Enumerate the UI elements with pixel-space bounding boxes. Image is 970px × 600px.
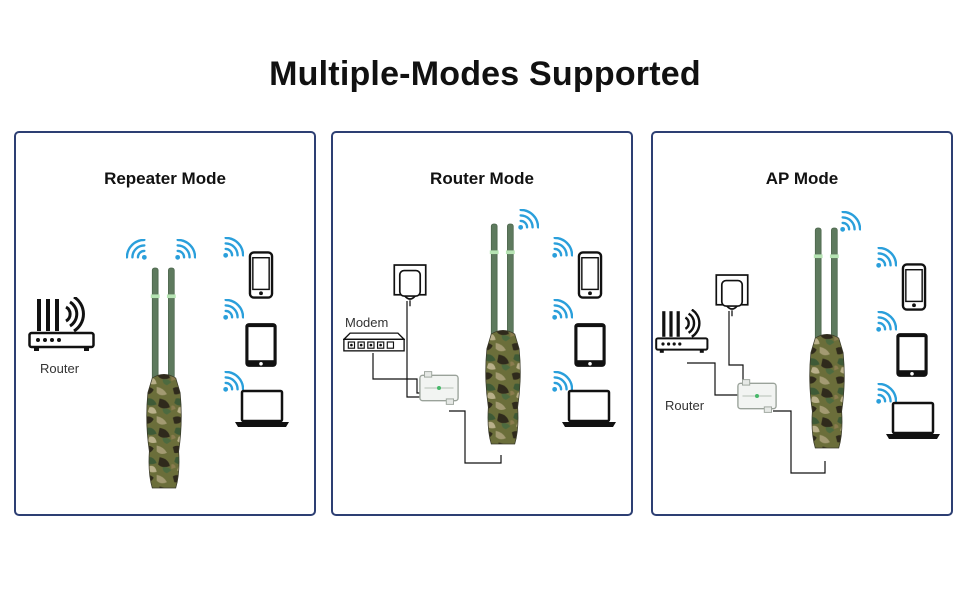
panel-title-router: Router Mode [430, 169, 534, 188]
laptop-icon [234, 389, 290, 429]
tablet-icon [245, 323, 277, 367]
wifi-icon [222, 299, 244, 321]
tablet-icon [574, 323, 606, 367]
poe-injector-icon [737, 379, 777, 413]
router-icon [28, 297, 95, 353]
wifi-icon [551, 371, 573, 393]
router-label: Router [665, 398, 705, 413]
tablet-icon [896, 333, 928, 377]
phone-icon [248, 251, 274, 299]
wifi-icon [875, 247, 897, 269]
panel-repeater-mode: Repeater Mode Router [14, 131, 316, 516]
wifi-icon [875, 311, 897, 333]
wifi-icon [551, 299, 573, 321]
wifi-icon [222, 371, 244, 393]
wifi-icon [222, 237, 244, 259]
wifi-icon [875, 383, 897, 405]
wifi-icon [517, 209, 539, 231]
poe-injector-icon [419, 371, 459, 405]
outdoor-ap-icon [485, 223, 521, 445]
laptop-icon [885, 401, 941, 441]
wifi-icon [551, 237, 573, 259]
router-icon [655, 309, 709, 355]
wifi-icon [839, 211, 861, 233]
panel-title-repeater: Repeater Mode [104, 169, 226, 188]
panel-ap-mode: AP Mode Router [651, 131, 953, 516]
outdoor-ap-icon [146, 267, 182, 489]
router-label: Router [40, 361, 80, 376]
panel-router-mode: Router Mode Modem [331, 131, 633, 516]
phone-icon [901, 263, 927, 311]
modem-icon [343, 332, 405, 352]
wifi-icon [126, 239, 148, 261]
outdoor-ap-icon [809, 227, 845, 449]
page-title: Multiple-Modes Supported [269, 55, 701, 93]
phone-icon [577, 251, 603, 299]
laptop-icon [561, 389, 617, 429]
panel-title-ap: AP Mode [765, 169, 839, 188]
power-adapter-icon [393, 264, 427, 307]
modem-label: Modem [345, 315, 388, 330]
wifi-icon [174, 239, 196, 261]
power-adapter-icon [715, 274, 749, 317]
